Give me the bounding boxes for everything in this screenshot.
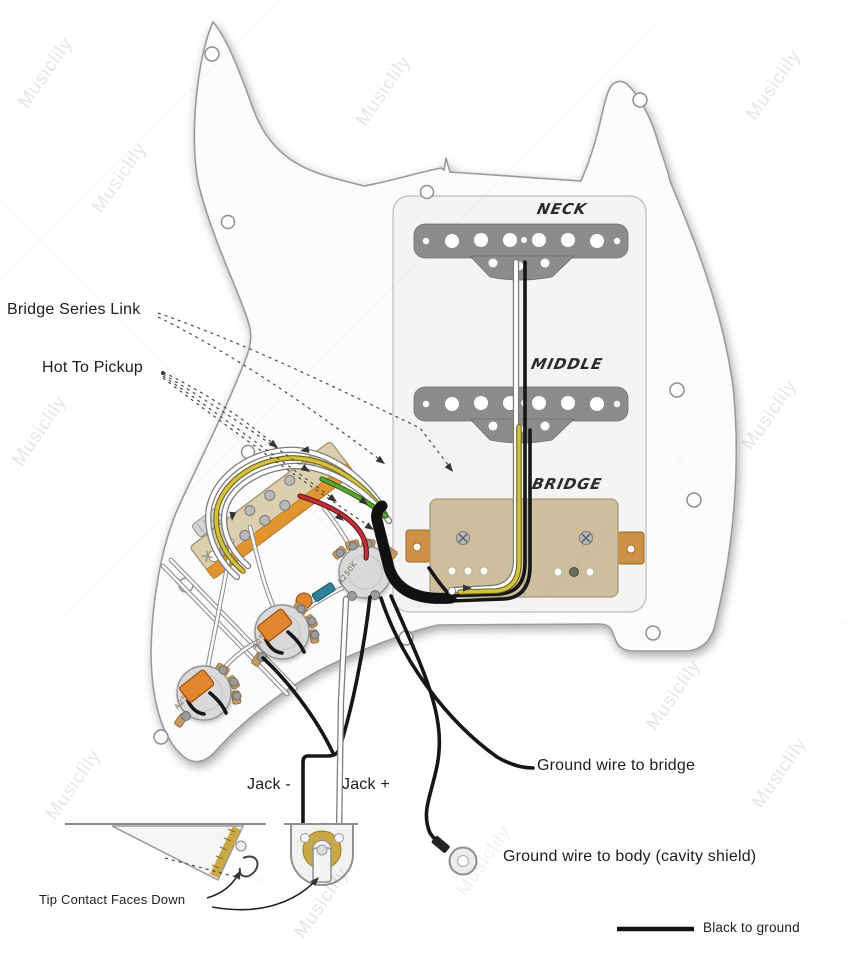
output-and-ground-wires — [261, 594, 535, 848]
middle-pickup — [413, 386, 629, 444]
red-wire — [297, 493, 369, 561]
pickguard-screw-holes — [153, 46, 702, 745]
jack-minus-label: Jack - — [247, 776, 291, 793]
neck-pickup-label: NECK — [535, 200, 588, 218]
tone2-cap — [179, 669, 215, 703]
pickup-lead-wires — [371, 258, 532, 604]
middle-pickup-label: MIDDLE — [530, 355, 605, 373]
jack-cup-view — [290, 823, 354, 886]
black-to-ground-label: Black to ground — [703, 920, 800, 935]
neck-pickup — [413, 223, 629, 281]
hot-to-pickup-label: Hot To Pickup — [42, 359, 144, 376]
tone1-cap — [257, 608, 293, 642]
treble-bleed-cap — [311, 582, 336, 602]
cable-jacket — [371, 500, 457, 604]
jack-minus-wire — [301, 595, 372, 838]
tone2-pot: A250K — [172, 662, 242, 728]
humbucker-screws — [456, 531, 593, 545]
tip-contact-hook — [238, 855, 259, 878]
ground-wire-to-bridge-label: Ground wire to bridge — [537, 757, 696, 774]
bridge-pickup-label: BRIDGE — [530, 475, 603, 493]
bridge-series-link-label: Bridge Series Link — [7, 301, 141, 318]
annotation-leaders — [157, 312, 472, 592]
switch-loop-wires — [205, 446, 393, 581]
ground-wire-to-body-label: Ground wire to body (cavity shield) — [503, 848, 757, 865]
ground-to-bridge-wire — [379, 596, 535, 770]
tip-contact-label: Tip Contact Faces Down — [39, 892, 186, 907]
ground-to-body-wire — [389, 594, 442, 848]
pot-ground-wire — [261, 656, 335, 755]
jack-plus-wire — [337, 597, 348, 838]
ring-terminal — [431, 835, 478, 876]
jack-plus-label: Jack + — [342, 776, 390, 793]
tip-contact-arrows — [206, 870, 319, 911]
